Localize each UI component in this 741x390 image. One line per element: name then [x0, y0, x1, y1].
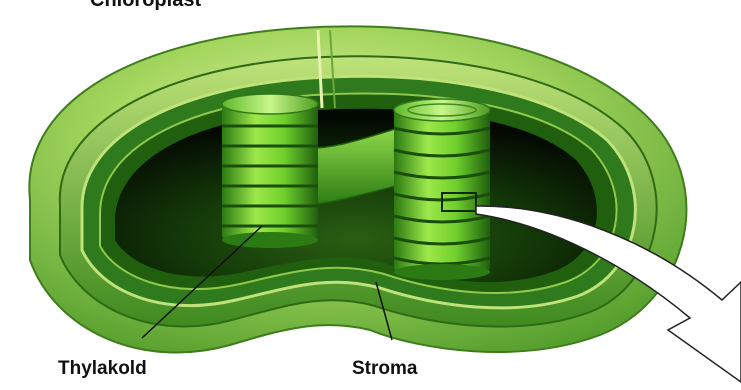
granum-right	[394, 99, 490, 280]
diagram-title: Chloroplast	[90, 0, 201, 11]
granum-left	[222, 94, 318, 248]
thylakoid-disc-stack	[394, 99, 490, 280]
stroma-label: Stroma	[352, 358, 418, 379]
thylakoid-label: Thylakold	[58, 358, 147, 379]
thylakoid-disc-stack	[222, 94, 318, 248]
